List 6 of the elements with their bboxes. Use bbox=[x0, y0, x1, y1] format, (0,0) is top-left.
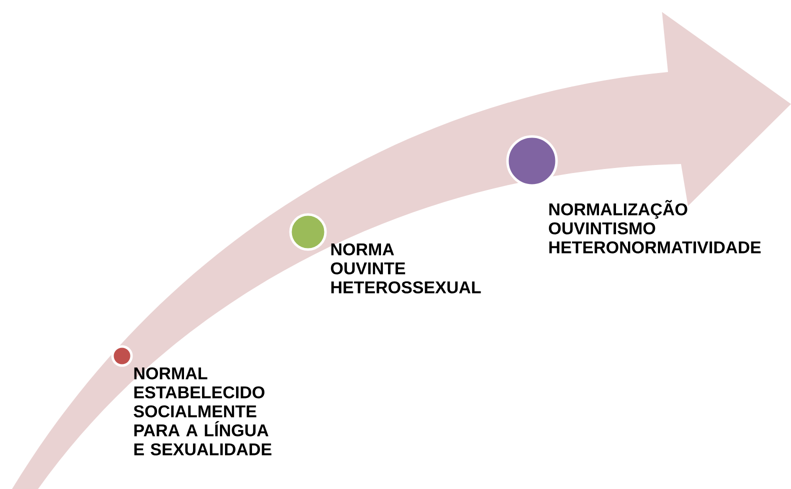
node-caption: NORMALIZAÇÃO OUVINTISMO HETERONORMATIVIDADE bbox=[548, 200, 761, 254]
marker-circle bbox=[506, 135, 558, 187]
node-caption: NORMAL ESTABELECIDO SOCIALMENTE PARA A LÍNGUA E SEXUALIDADE bbox=[134, 367, 272, 456]
marker-circle bbox=[289, 213, 327, 251]
marker-circle bbox=[111, 345, 133, 367]
node-caption: NORMA OUVINTE HETEROSSEXUAL bbox=[330, 243, 481, 294]
